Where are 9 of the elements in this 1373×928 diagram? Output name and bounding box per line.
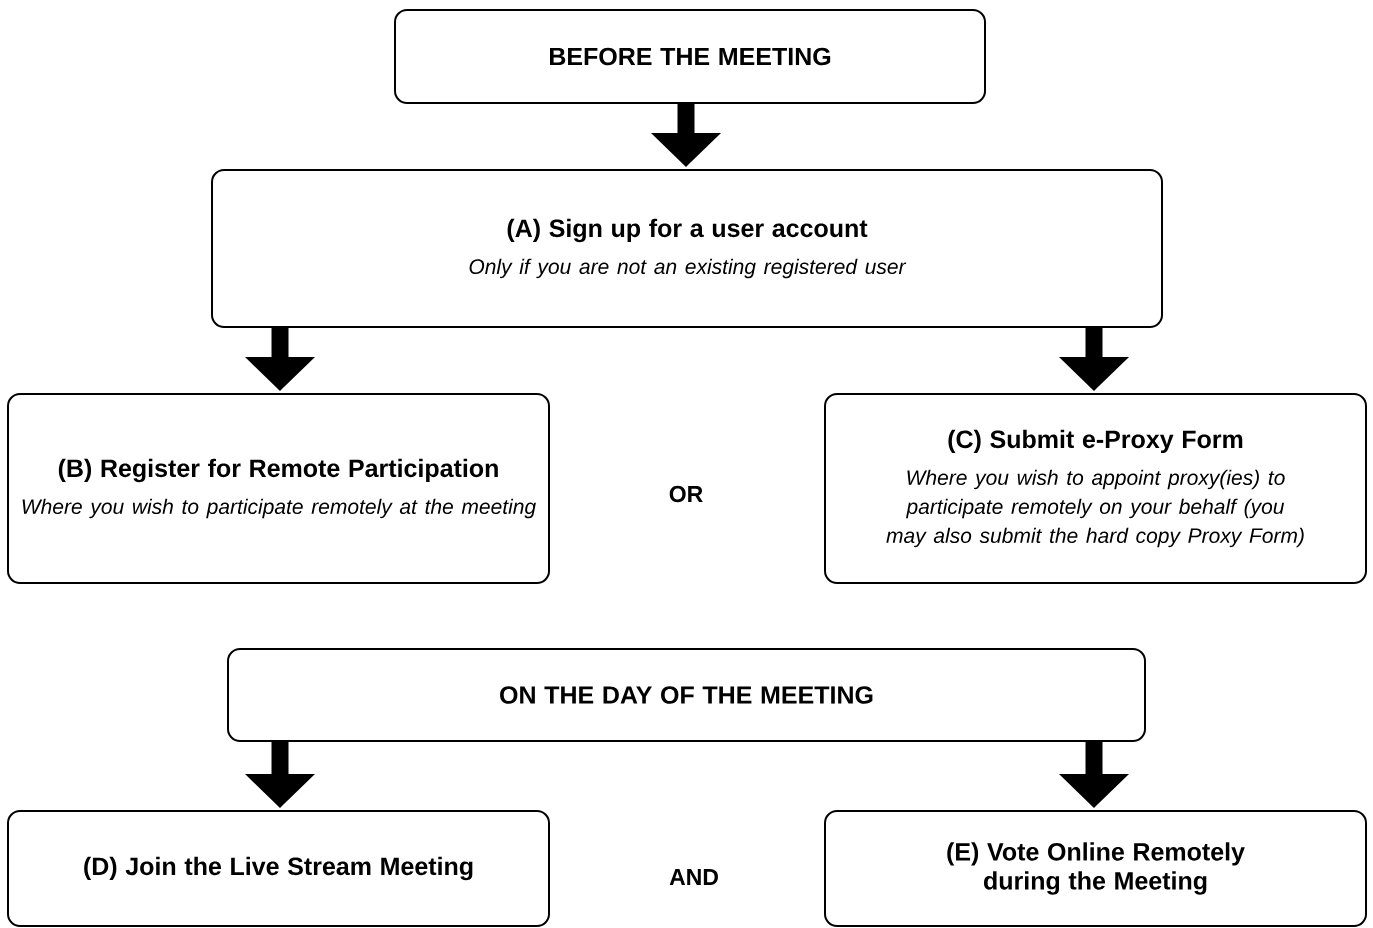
step-box: ON THE DAY OF THE MEETING xyxy=(227,648,1146,742)
step-box: BEFORE THE MEETING xyxy=(394,9,986,104)
step-box: (D) Join the Live Stream Meeting xyxy=(7,810,550,927)
step-box: (A) Sign up for a user account Only if you are not an existing registered user xyxy=(211,169,1163,328)
connector-word: AND xyxy=(669,869,718,885)
step-box: (C) Submit e-Proxy Form Where you wish to appoint proxy(ies) to participate remotely on your behalf (you may also submit the hard copy Proxy Form) xyxy=(824,393,1367,584)
step-box: (B) Register for Remote Participation Where you wish to participate remotely at the meeting xyxy=(7,393,550,584)
connector-word: OR xyxy=(669,485,703,503)
step-box: (E) Vote Online Remotely during the Meeting xyxy=(824,810,1367,927)
